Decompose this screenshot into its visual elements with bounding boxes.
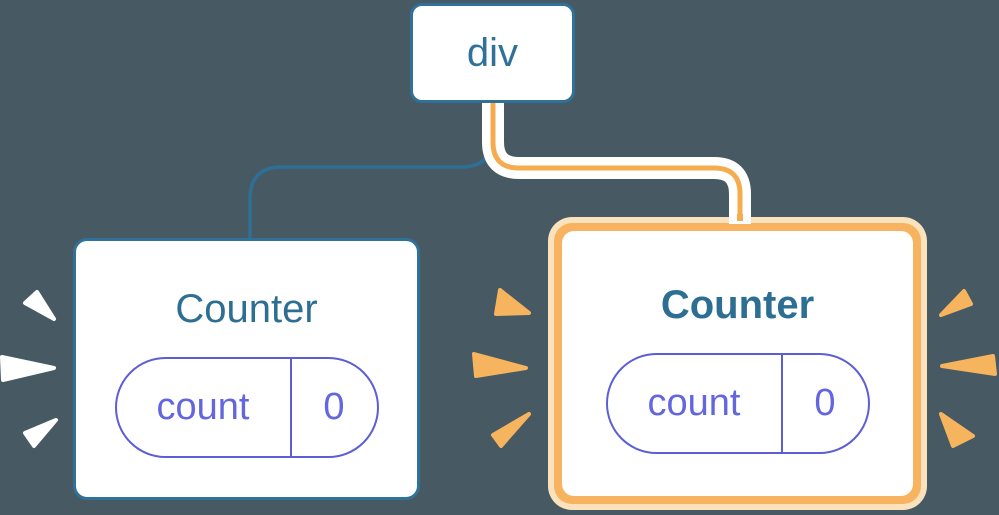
spark-icon (939, 412, 975, 448)
spark-icon (491, 412, 531, 448)
spark-icon (939, 289, 973, 317)
state-pill-value: 0 (289, 359, 377, 456)
spark-icon (494, 288, 531, 316)
spark-icon (472, 352, 528, 378)
counter-title: Counter (660, 283, 815, 327)
counter-card-right-highlight-border: Counter count 0 (554, 223, 921, 504)
state-pill-label: count (156, 386, 250, 428)
tree-node-div-label: div (466, 30, 519, 75)
counter-card-left: Counter count 0 (73, 238, 420, 500)
edge-div-to-counter-left (248, 102, 495, 242)
state-pill: count 0 (605, 353, 870, 454)
edge-div-to-counter-right-casing (482, 100, 751, 224)
spark-group-right-orange (939, 289, 997, 448)
tree-node-div: div (410, 3, 575, 103)
state-pill: count 0 (114, 357, 379, 458)
spark-group-left-white (0, 290, 58, 448)
edge-div-to-counter-right (490, 100, 743, 221)
counter-title: Counter (175, 287, 318, 331)
spark-icon (23, 290, 56, 321)
state-pill-value: 0 (780, 355, 868, 452)
counter-card-right: Counter count 0 (562, 231, 913, 496)
edge-casing-overlap (729, 214, 751, 224)
spark-group-middle-orange (472, 288, 531, 448)
state-pill-label: count (647, 382, 741, 424)
spark-icon (23, 418, 58, 448)
spark-icon (940, 354, 997, 376)
spark-icon (0, 355, 56, 382)
counter-card-right-highlight-ring: Counter count 0 (548, 217, 927, 510)
